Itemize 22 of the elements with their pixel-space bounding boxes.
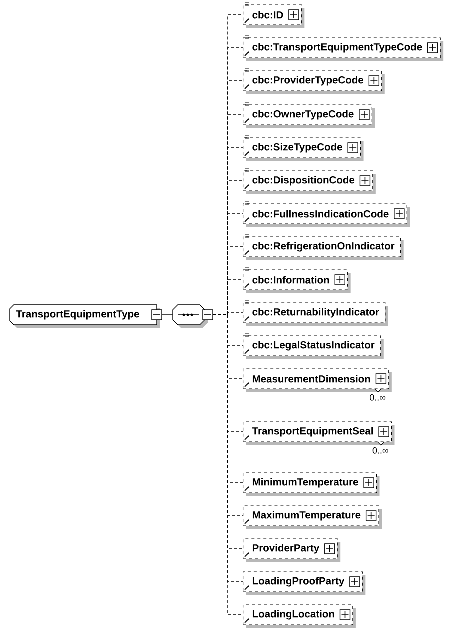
element-box: cbc:TransportEquipmentTypeCode <box>243 38 444 61</box>
element-box: cbc:SizeTypeCode <box>243 138 364 161</box>
connector-line <box>162 314 174 316</box>
element-box: LoadingLocation <box>243 604 356 628</box>
element-box: MaximumTemperature <box>243 506 382 529</box>
element-box: TransportEquipmentSeal <box>243 422 395 445</box>
element-box: cbc:Information <box>243 270 351 293</box>
element-box: cbc:DispositionCode <box>243 170 376 194</box>
element-box: TransportEquipmentType <box>10 304 162 328</box>
element-box: cbc:ReturnabilityIndicator <box>243 302 388 326</box>
cardinality-label: 0..∞ <box>370 394 386 401</box>
sequence-compositor <box>172 304 214 328</box>
element-box: cbc:RefrigerationOnIndicator <box>243 236 404 260</box>
cardinality-label: 0..∞ <box>372 448 388 454</box>
element-box: cbc:OwnerTypeCode <box>243 104 376 128</box>
element-box: ProviderParty <box>243 538 341 562</box>
element-box: cbc:ProviderTypeCode <box>243 70 385 94</box>
element-box: cbc:FullnessIndicationCode <box>243 204 410 227</box>
element-box: cbc:LegalStatusIndicator <box>243 336 384 359</box>
element-box: MeasurementDimension <box>243 368 392 392</box>
element-box: LoadingProofParty <box>243 572 366 595</box>
element-box: MinimumTemperature <box>243 472 380 496</box>
